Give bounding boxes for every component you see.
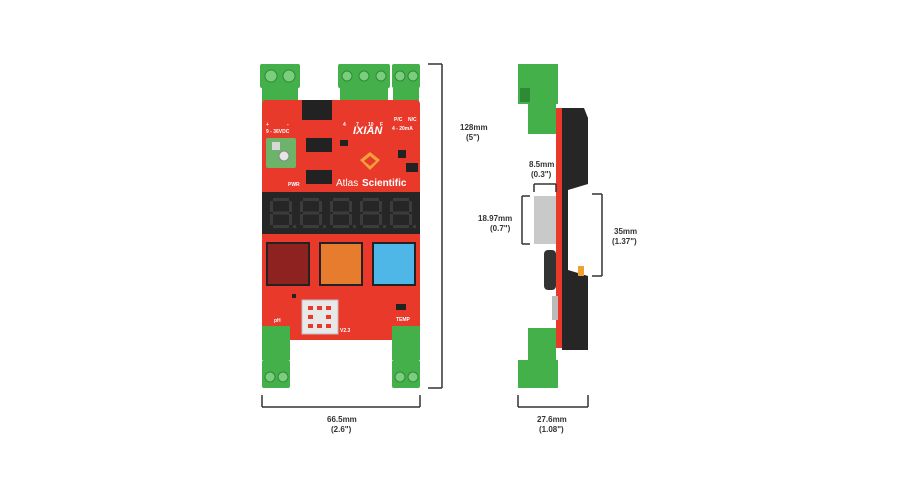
version-label: V2.3	[340, 328, 351, 334]
display-segment	[360, 201, 363, 212]
chip-lower	[306, 170, 332, 184]
button-orange[interactable]	[319, 242, 363, 286]
display-segment	[300, 201, 303, 212]
display-segment	[393, 225, 409, 228]
width-dimension	[261, 395, 421, 408]
pin-label-minus: -	[287, 122, 289, 128]
width-mm: 66.5mm	[327, 415, 357, 424]
pin-label-f: F	[380, 122, 383, 128]
brand-atlas: Atlas	[336, 178, 358, 189]
button-blue[interactable]	[372, 242, 416, 286]
pin-label-10: 10	[368, 122, 374, 128]
display-dot	[353, 225, 356, 228]
display-segment	[379, 201, 382, 212]
chip-upper	[306, 138, 332, 152]
pin-label-4: 4	[343, 122, 346, 128]
bottom-terminal-ph	[262, 326, 290, 388]
display-segment	[303, 198, 319, 201]
display-dot	[413, 225, 416, 228]
display-segment	[379, 214, 382, 225]
display-dot	[293, 225, 296, 228]
slot-in: (0.7")	[490, 224, 511, 233]
sensor-chip	[301, 299, 339, 335]
temp-label: TEMP	[396, 317, 411, 323]
display-segment	[303, 225, 319, 228]
side-enclosure	[562, 108, 588, 350]
display-segment	[390, 201, 393, 212]
depth-in: (1.08")	[539, 425, 564, 434]
height-mm: 128mm	[460, 123, 488, 132]
depth-mm: 27.6mm	[537, 415, 567, 424]
power-voltage-label: 9 - 36VDC	[266, 129, 290, 135]
display-segment	[363, 211, 379, 215]
display-segment	[363, 198, 379, 201]
display-segment	[393, 198, 409, 201]
display-segment	[333, 211, 349, 215]
width-in: (2.6")	[331, 425, 352, 434]
clearance-mm: 8.5mm	[529, 160, 554, 169]
pwr-label: PWR	[288, 182, 300, 188]
din-rail-slot	[534, 196, 556, 244]
ph-label: pH	[274, 318, 281, 324]
display-segment	[409, 214, 412, 225]
rail-mm: 35mm	[614, 227, 637, 236]
side-bottom-terminal	[528, 328, 556, 362]
usb-connector	[302, 100, 332, 120]
height-in: (5")	[466, 133, 480, 142]
display-segment	[393, 211, 409, 215]
side-pcb-edge	[556, 108, 564, 348]
button-red[interactable]	[266, 242, 310, 286]
bottom-terminal-temp	[392, 326, 420, 388]
pin-label-plus: +	[266, 122, 269, 128]
display-segment	[303, 211, 319, 215]
display-segment	[289, 214, 292, 225]
current-loop-label: 4 - 20mA	[392, 126, 413, 132]
front-view: 9 - 36VDC 4 - 20mA + - 4 7 10 F P/C N/C …	[260, 63, 488, 434]
display-segment	[360, 214, 363, 225]
display-segment	[409, 201, 412, 212]
brand-scientific: Scientific	[362, 178, 407, 189]
display-segment	[319, 214, 322, 225]
display-dot	[323, 225, 326, 228]
slot-mm: 18.97mm	[478, 214, 512, 223]
height-dimension	[428, 63, 443, 389]
display-segment	[333, 225, 349, 228]
pin-label-pc: P/C	[394, 117, 403, 123]
display-segment	[349, 201, 352, 212]
display-segment	[273, 211, 289, 215]
model-logo: IXIAN	[353, 125, 383, 137]
display-dot	[383, 225, 386, 228]
display-segment	[289, 201, 292, 212]
display-segment	[273, 198, 289, 201]
display-segment	[390, 214, 393, 225]
pin-label-7: 7	[356, 122, 359, 128]
pin-label-nc: N/C	[408, 117, 417, 123]
clearance-in: (0.3")	[531, 170, 552, 179]
display-segment	[300, 214, 303, 225]
side-view: 8.5mm (0.3") 18.97mm (0.7") 35mm (1.37")…	[478, 64, 637, 434]
display-segment	[330, 214, 333, 225]
display-segment	[363, 225, 379, 228]
display-segment	[270, 201, 273, 212]
display-segment	[273, 225, 289, 228]
rail-in: (1.37")	[612, 237, 637, 246]
display-segment	[330, 201, 333, 212]
display-segment	[270, 214, 273, 225]
display-segment	[349, 214, 352, 225]
display-segment	[333, 198, 349, 201]
display-segment	[319, 201, 322, 212]
display-digits	[270, 198, 416, 228]
